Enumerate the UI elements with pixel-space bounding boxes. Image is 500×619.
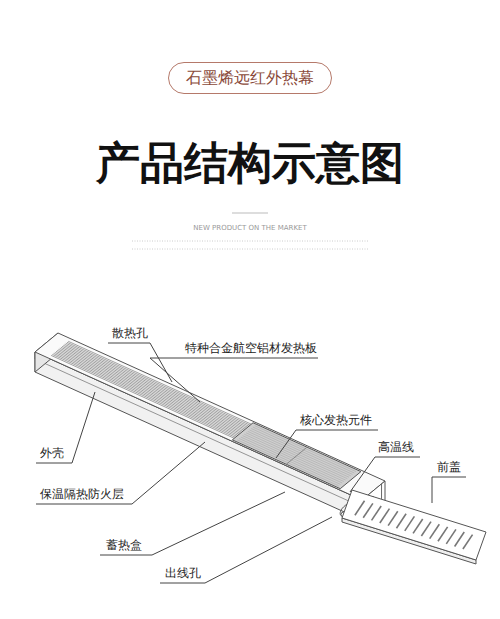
fin — [54, 353, 237, 436]
cover-slot — [363, 503, 373, 517]
leader-lines — [36, 343, 466, 583]
part-label: 散热孔 — [112, 326, 148, 340]
fin — [51, 355, 234, 438]
tiny-text-lines — [132, 241, 368, 249]
cover-slot — [372, 506, 382, 520]
cover-slot — [463, 535, 473, 549]
part-label: 核心发热元件 — [300, 413, 372, 427]
cover-slot — [455, 532, 465, 546]
separator — [232, 213, 268, 214]
title: 产品结构示意图 — [96, 134, 404, 193]
fin — [52, 354, 235, 437]
element-line — [249, 430, 350, 476]
title-pill: 石墨烯远红外热幕 — [168, 62, 332, 94]
element-line — [248, 431, 349, 477]
part-label: 出线孔 — [165, 566, 201, 580]
pill-text: 石墨烯远红外热幕 — [186, 68, 314, 89]
fin — [66, 343, 249, 426]
part-label: 特种合金航空铝材发热板 — [185, 341, 317, 355]
front-cover — [342, 490, 486, 564]
element-line — [253, 427, 354, 473]
cover-slot — [355, 501, 365, 515]
cover-slot — [438, 527, 448, 541]
cover-slot — [380, 509, 390, 523]
cover-slot — [388, 511, 398, 525]
cover-slot — [430, 524, 440, 538]
element-line — [237, 440, 338, 486]
part-label: 保温隔热防火层 — [40, 487, 124, 501]
cover-slot — [396, 514, 406, 528]
part-label: 外壳 — [40, 446, 64, 460]
part-label: 高温线 — [378, 440, 414, 454]
element-line — [251, 429, 352, 475]
subtitle: NEW PRODUCT ON THE MARKET — [193, 224, 306, 232]
cover-plate — [342, 490, 486, 560]
element-line — [255, 426, 356, 472]
fin — [55, 352, 238, 435]
cover-slot — [446, 529, 456, 543]
fin — [56, 351, 239, 434]
cover-slot — [413, 519, 423, 533]
part-label: 前盖 — [437, 460, 461, 474]
fin — [65, 344, 248, 427]
element-seam — [286, 447, 307, 464]
element-line — [244, 434, 345, 480]
element-line — [241, 437, 342, 483]
cover-slot — [405, 516, 415, 530]
element-line — [243, 436, 344, 482]
cover-slot — [421, 522, 431, 536]
fin — [62, 346, 245, 429]
heating-element — [232, 423, 361, 489]
element-line — [239, 438, 340, 484]
shell-top — [35, 333, 385, 500]
part-label: 蓄热盒 — [106, 538, 142, 552]
fin — [57, 350, 240, 433]
heater-panel — [35, 333, 385, 520]
fin — [60, 348, 243, 431]
shell-side — [35, 352, 362, 520]
element-line — [246, 433, 347, 479]
